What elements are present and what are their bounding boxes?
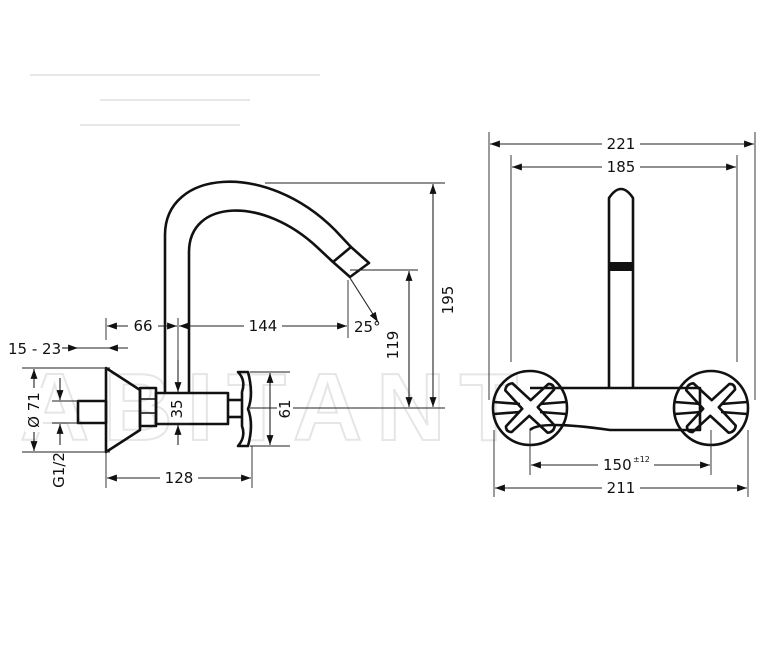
valve-body (154, 391, 230, 426)
dim-wall-clearance: 15 - 23 (8, 340, 61, 358)
dim-overall-width-handles: 211 (607, 479, 636, 497)
background-lines (30, 74, 320, 126)
spout-front (607, 187, 635, 388)
dim-height-outlet: 119 (384, 331, 402, 360)
spout-outer (163, 180, 352, 393)
flange-cone (104, 366, 142, 454)
body-front (529, 386, 702, 432)
dim-body-depth: 128 (165, 469, 194, 487)
side-dimensions: 195 119 66 144 25° 15 - 23 Ø 71 G1/2 128 (8, 182, 457, 488)
front-dimensions: 221 185 150 ±12 211 (488, 132, 756, 497)
aerator-front (609, 262, 633, 271)
dim-spout-reach: 144 (249, 317, 278, 335)
dim-centers-tolerance: ±12 (633, 455, 650, 464)
dim-flange-diameter: Ø 71 (25, 392, 43, 428)
dim-overall-width-plate: 221 (607, 135, 636, 153)
dim-thread: G1/2 (50, 452, 68, 488)
dim-inner-width: 185 (607, 158, 636, 176)
dim-centers: 150 (603, 456, 632, 474)
aerator (331, 245, 371, 279)
side-view (76, 180, 371, 454)
dim-body-height: 35 (168, 399, 186, 418)
spout-inner (187, 209, 334, 393)
handle-side (236, 370, 253, 448)
left-cross-handle (493, 381, 567, 435)
dim-angle: 25° (354, 318, 381, 336)
right-cross-handle (674, 381, 748, 435)
dim-height-total: 195 (439, 286, 457, 315)
dim-handle-height: 61 (276, 399, 294, 418)
dim-wall-to-spout: 66 (133, 317, 152, 335)
